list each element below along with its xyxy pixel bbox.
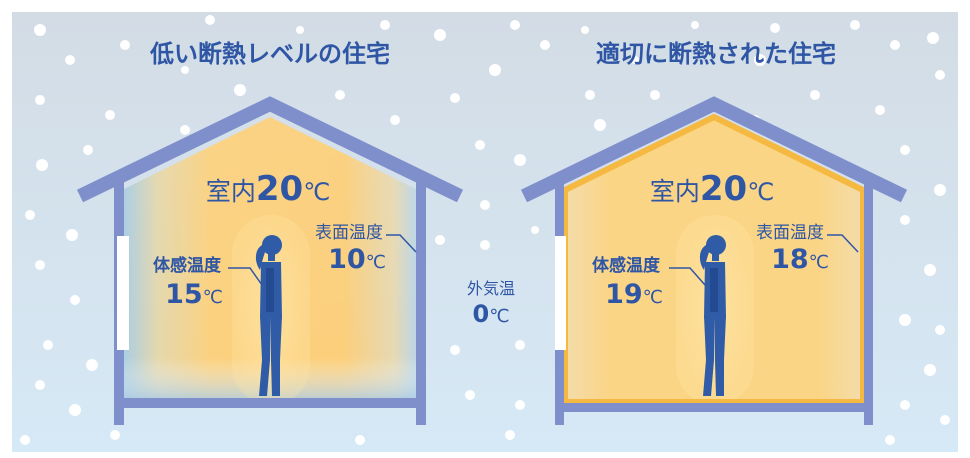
snowflake xyxy=(875,105,885,115)
snowflake xyxy=(631,56,639,64)
snowflake xyxy=(515,340,525,350)
good-surface-value: 18℃ xyxy=(771,244,829,275)
snowflake xyxy=(450,93,460,103)
snowflake xyxy=(650,90,660,100)
snowflake xyxy=(105,110,115,120)
poor-surface-value: 10℃ xyxy=(328,244,386,275)
snowflake xyxy=(43,340,53,350)
snowflake xyxy=(355,435,365,445)
snowflake xyxy=(850,20,860,30)
snowflake xyxy=(435,235,445,245)
snowflake xyxy=(35,380,45,390)
snowflake xyxy=(885,435,895,445)
snowflake xyxy=(380,20,390,30)
poor-surface-leader xyxy=(386,234,417,253)
poor-house-roof xyxy=(76,96,464,203)
snowflake xyxy=(480,240,490,250)
snowflake xyxy=(594,119,606,131)
snowflake xyxy=(489,64,501,76)
snowflake xyxy=(900,145,910,155)
snowflake xyxy=(480,200,490,210)
poor-house-right-wall xyxy=(416,180,426,425)
good-felt-value: 19℃ xyxy=(605,279,663,310)
outside-temp-value: 0℃ xyxy=(473,300,510,328)
snowflake xyxy=(70,295,80,305)
snowflake xyxy=(514,154,526,166)
good-room-temp: 室内20℃ xyxy=(650,169,774,209)
outside-temp-label: 外気温 xyxy=(467,279,515,298)
snowflake xyxy=(450,345,460,355)
snowflake xyxy=(110,430,120,440)
snowflake xyxy=(181,66,189,74)
snowflake xyxy=(65,55,75,65)
good-house-title: 適切に断熱された住宅 xyxy=(596,40,836,68)
snowflake xyxy=(69,404,81,416)
good-felt-label: 体感温度 xyxy=(592,255,661,276)
snowflake xyxy=(510,20,520,30)
poor-house-title: 低い断熱レベルの住宅 xyxy=(149,40,390,68)
snowflake xyxy=(390,115,400,125)
snowflake xyxy=(810,90,820,100)
snowflake xyxy=(475,140,485,150)
snowflake xyxy=(434,29,446,41)
snowflake xyxy=(296,26,304,34)
snowflake xyxy=(940,415,950,425)
good-house-window xyxy=(555,236,566,350)
snowflakes xyxy=(20,15,950,445)
snowflake xyxy=(691,21,699,29)
poor-felt-value: 15℃ xyxy=(165,279,223,310)
snowflake xyxy=(581,26,589,34)
poor-house-floor xyxy=(114,398,426,408)
snowflake xyxy=(927,32,939,44)
snowflake xyxy=(335,90,345,100)
good-house-insulation xyxy=(562,113,866,405)
snowflake xyxy=(935,325,945,335)
good-felt-leader xyxy=(669,267,706,286)
snowflake xyxy=(585,90,595,100)
snowflake xyxy=(770,23,780,33)
poor-insulation-house xyxy=(76,96,464,425)
good-surface-label: 表面温度 xyxy=(756,223,824,243)
snowflake xyxy=(899,314,911,326)
snowflake xyxy=(35,95,45,105)
snowflake xyxy=(900,215,910,225)
snowflake xyxy=(754,54,766,66)
good-surface-leader xyxy=(827,234,859,253)
snowflake xyxy=(924,264,936,276)
poor-surface-label: 表面温度 xyxy=(315,223,383,243)
snowflake xyxy=(515,400,525,410)
snowflake xyxy=(205,15,215,25)
snowflake xyxy=(935,70,945,80)
poor-room-temp: 室内20℃ xyxy=(206,169,330,209)
snowflake xyxy=(505,430,515,440)
snowflake xyxy=(35,260,45,270)
snowflake xyxy=(34,24,46,36)
snowflake xyxy=(180,125,190,135)
snowflake xyxy=(934,184,946,196)
snowflake xyxy=(531,226,539,234)
snowflake xyxy=(83,145,93,155)
snowflake xyxy=(25,210,35,220)
poor-house-window xyxy=(117,236,129,350)
snowflake xyxy=(540,40,550,50)
poor-felt-label: 体感温度 xyxy=(153,255,222,276)
snowflake xyxy=(890,40,900,50)
snowflake xyxy=(66,229,78,241)
snowflake xyxy=(924,364,936,376)
snowflake xyxy=(120,40,130,50)
snowflake xyxy=(465,390,475,400)
good-house-floor xyxy=(555,403,873,412)
good-house-right-wall xyxy=(864,180,873,425)
snowflake xyxy=(86,359,98,371)
snowflake xyxy=(36,159,48,171)
snowflake xyxy=(900,400,910,410)
snowflake xyxy=(20,435,30,445)
good-house-roof xyxy=(520,96,908,203)
poor-felt-leader xyxy=(228,267,263,286)
snowflake xyxy=(234,84,246,96)
